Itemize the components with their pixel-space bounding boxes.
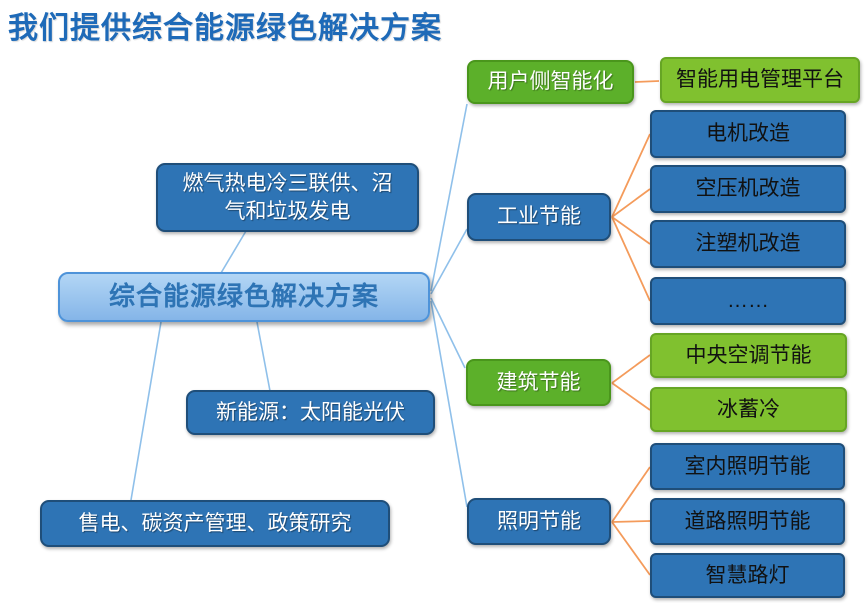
page-title: 我们提供综合能源绿色解决方案 (8, 12, 442, 45)
node-industrial-energy-saving: 工业节能 (467, 193, 611, 241)
node-ice-storage: 冰蓄冷 (650, 387, 847, 432)
node-user-side-intelligence: 用户侧智能化 (467, 60, 634, 104)
connector-root-gas (220, 230, 247, 274)
node-indoor-lighting-saving: 室内照明节能 (650, 443, 845, 490)
connector-lighting-child1 (611, 466, 651, 523)
connector-userside-platform (634, 80, 660, 83)
node-air-compressor-retrofit: 空压机改造 (650, 165, 846, 213)
node-gas-trigeneration: 燃气热电冷三联供、沼气和垃圾发电 (156, 163, 419, 232)
connector-root-building (430, 297, 466, 369)
node-lighting-energy-saving: 照明节能 (467, 498, 611, 545)
connector-industry-child2 (611, 188, 651, 218)
node-motor-retrofit: 电机改造 (650, 110, 846, 158)
connector-industry-child1 (611, 133, 651, 218)
connector-root-solar (256, 321, 271, 392)
connector-root-lighting (430, 300, 468, 508)
node-power-sales-carbon-policy: 售电、碳资产管理、政策研究 (40, 500, 390, 547)
connector-root-industry (430, 228, 468, 295)
node-smart-power-platform: 智能用电管理平台 (660, 57, 860, 103)
root-node: 综合能源绿色解决方案 (58, 272, 430, 322)
connector-building-child1 (611, 354, 651, 384)
node-injection-machine-retrofit: 注塑机改造 (650, 220, 846, 268)
connector-industry-child3 (611, 216, 651, 245)
connector-root-userside (430, 103, 468, 292)
node-industry-ellipsis: …… (650, 277, 846, 325)
connector-lighting-child2 (611, 520, 651, 523)
node-new-energy-solar: 新能源：太阳能光伏 (186, 390, 435, 435)
node-road-lighting-saving: 道路照明节能 (650, 498, 845, 545)
node-smart-streetlight: 智慧路灯 (650, 553, 845, 598)
node-building-energy-saving: 建筑节能 (466, 359, 611, 406)
connector-industry-child4 (611, 216, 651, 302)
node-central-ac-saving: 中央空调节能 (650, 333, 847, 378)
connector-root-sell (130, 321, 162, 501)
connector-lighting-child3 (611, 521, 651, 576)
connector-building-child2 (611, 382, 651, 411)
